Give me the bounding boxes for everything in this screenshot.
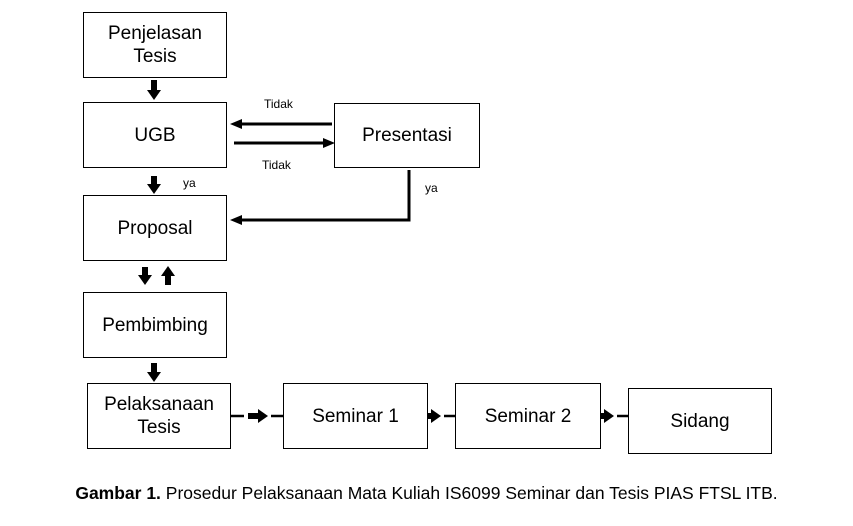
caption-text: Prosedur Pelaksanaan Mata Kuliah IS6099 … [160,483,778,503]
node-proposal: Proposal [83,195,227,261]
arrow-ugb-to-proposal [147,176,161,194]
arrow-seminar2-to-sidang [601,409,628,423]
arrow-pelaksanaan-to-seminar1 [231,409,283,423]
arrow-presentasi-to-ugb [230,119,332,129]
edge-label-tidak-bottom: Tidak [262,158,291,172]
node-ugb: UGB [83,102,227,168]
node-pelaksanaan-tesis: Pelaksanaan Tesis [87,383,231,449]
edge-label-ya-presentasi: ya [425,181,438,195]
node-seminar-2: Seminar 2 [455,383,601,449]
arrow-pembimbing-to-pelaksanaan [147,363,161,382]
node-sidang: Sidang [628,388,772,454]
edge-label-ya-ugb: ya [183,176,196,190]
arrow-proposal-to-pembimbing [138,267,152,285]
node-penjelasan-tesis: Penjelasan Tesis [83,12,227,78]
figure-caption: Gambar 1. Prosedur Pelaksanaan Mata Kuli… [0,482,853,504]
arrow-presentasi-to-proposal [230,170,411,225]
node-pembimbing: Pembimbing [83,292,227,358]
arrow-pembimbing-to-proposal [161,266,175,285]
arrow-seminar1-to-seminar2 [428,409,455,423]
edge-label-tidak-top: Tidak [264,97,293,111]
arrow-ugb-to-presentasi [234,138,335,148]
node-seminar-1: Seminar 1 [283,383,428,449]
node-presentasi: Presentasi [334,103,480,168]
arrow-penjelasan-to-ugb [147,80,161,100]
caption-label: Gambar 1. [75,483,161,503]
